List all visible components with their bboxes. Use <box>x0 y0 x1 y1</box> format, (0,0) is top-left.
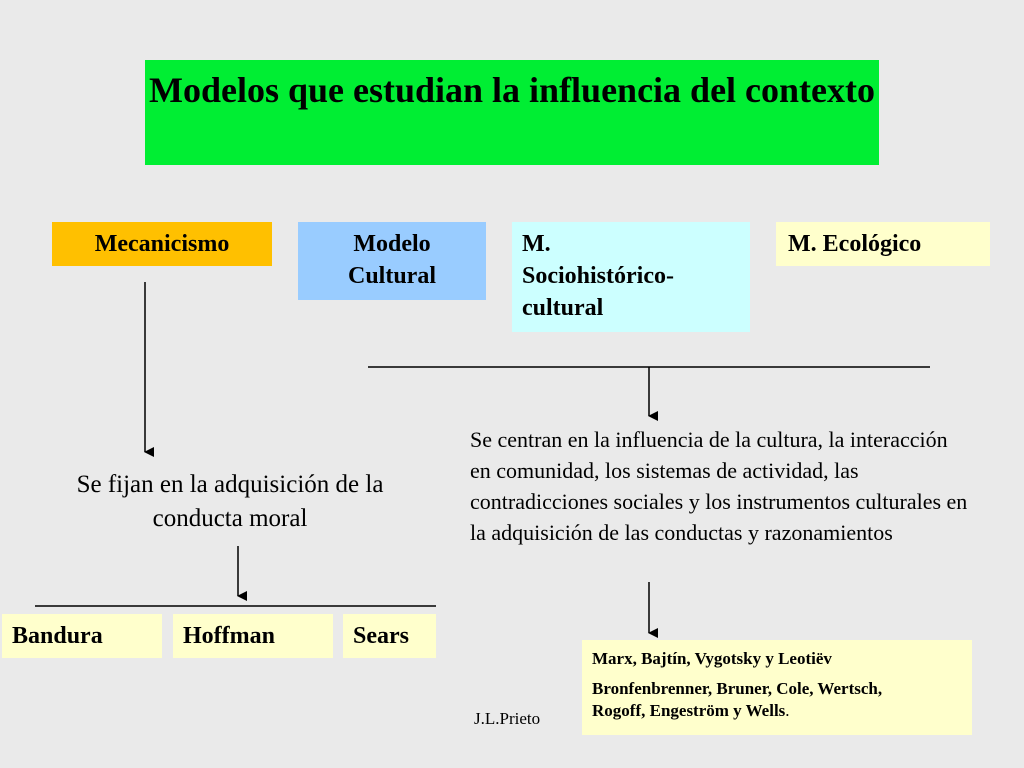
category-mecanicismo: Mecanicismo <box>52 222 272 266</box>
category-modelo-cultural-line1: Modelo <box>353 231 431 257</box>
references-line1: Marx, Bajtín, Vygotsky y Leotiëv <box>592 649 832 668</box>
references-line2b: Rogoff, Engeström y Wells <box>592 701 786 720</box>
diagram-title: Modelos que estudian la influencia del c… <box>145 60 879 165</box>
category-socio-line2: Sociohistórico- <box>522 263 674 289</box>
references-line2b-wrap: Rogoff, Engeström y Wells. <box>592 700 972 722</box>
references-line2a: Bronfenbrenner, Bruner, Cole, Wertsch, <box>592 679 883 698</box>
references-line2-end: . <box>785 701 790 720</box>
category-socio-line3: cultural <box>522 295 604 321</box>
description-influencia-cultura: Se centran en la influencia de la cultur… <box>470 427 968 545</box>
category-ecologico: M. Ecológico <box>776 222 990 266</box>
category-sociohistorico-cultural: M. Sociohistórico- cultural <box>512 222 750 332</box>
category-socio-line1: M. <box>522 231 551 257</box>
author-hoffman: Hoffman <box>173 614 333 658</box>
references-box: Marx, Bajtín, Vygotsky y Leotiëv Bronfen… <box>582 640 972 735</box>
category-modelo-cultural: Modelo Cultural <box>298 222 486 300</box>
author-bandura: Bandura <box>2 614 162 658</box>
category-modelo-cultural-line2: Cultural <box>347 263 436 289</box>
footer-author: J.L.Prieto <box>474 709 541 728</box>
description-conducta-moral: Se fijan en la adquisición de la conduct… <box>76 471 384 532</box>
author-sears: Sears <box>343 614 436 658</box>
